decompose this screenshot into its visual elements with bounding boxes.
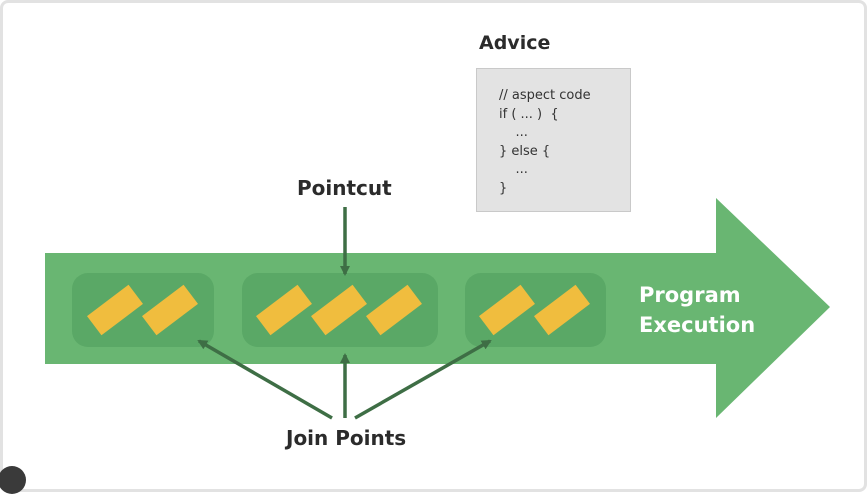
camera-icon[interactable]: [0, 466, 26, 494]
code-line: ...: [499, 162, 528, 177]
join-point-block: [534, 284, 590, 336]
join-points-label: Join Points: [286, 426, 407, 450]
code-line: if ( ... ) {: [499, 106, 559, 122]
join-point-block: [479, 284, 535, 336]
program-label-line1: Program: [639, 283, 741, 307]
code-line: } else {: [499, 143, 551, 159]
join-points-arrow-left: [197, 339, 333, 420]
join-point-block: [142, 284, 198, 336]
join-point-group-1: [72, 273, 214, 347]
join-point-block: [256, 284, 312, 336]
code-line: ...: [499, 125, 528, 140]
join-point-block: [366, 284, 422, 336]
join-point-block: [87, 284, 143, 336]
advice-code-box: // aspect code if ( ... ) { ... } else {…: [476, 68, 631, 212]
pointcut-label: Pointcut: [297, 176, 392, 200]
advice-title: Advice: [479, 32, 551, 54]
program-execution-label: Program Execution: [639, 280, 755, 340]
code-line: }: [499, 180, 508, 196]
join-points-arrow-right: [354, 339, 492, 420]
program-label-line2: Execution: [639, 313, 756, 337]
join-point-block: [311, 284, 367, 336]
code-line: // aspect code: [499, 88, 591, 103]
join-point-group-3: [465, 273, 606, 347]
